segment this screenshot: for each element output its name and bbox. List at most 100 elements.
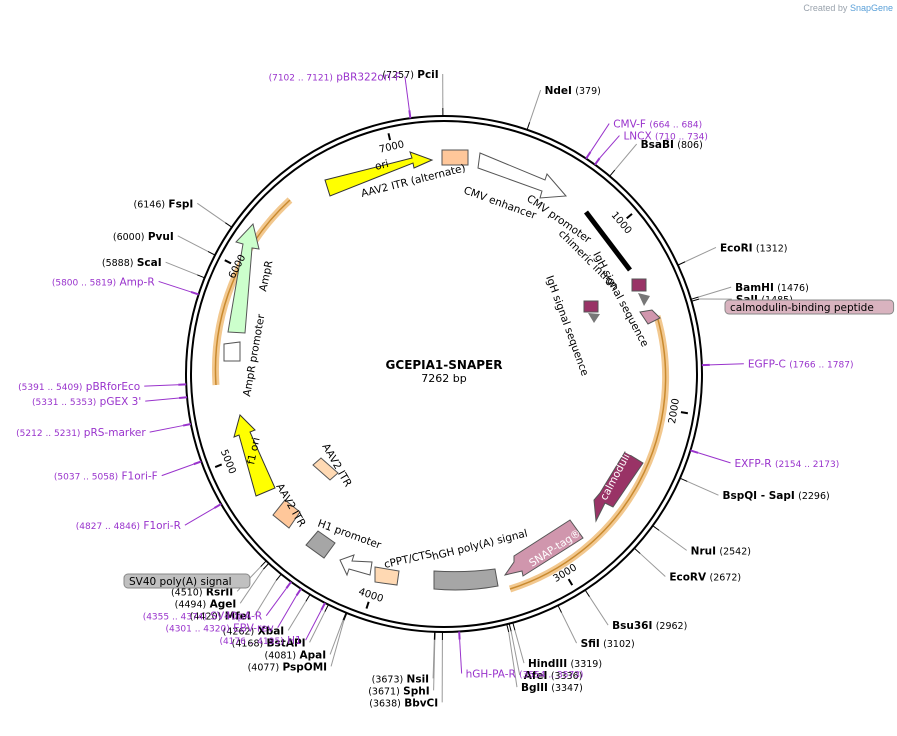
igh-signal-1-feature <box>631 278 647 292</box>
enzyme-ecorv[interactable]: EcoRV (2672) <box>634 547 741 584</box>
primer-cmv-f[interactable]: CMV-F (664 .. 684) <box>585 119 702 160</box>
site-label: (4355 .. 4374) SV40pA-R <box>143 611 263 623</box>
primer-prs-marker[interactable]: (5212 .. 5231) pRS-marker <box>16 423 192 439</box>
feature-label-f1-ori: f1 ori <box>245 436 262 465</box>
site-mark <box>324 604 329 613</box>
site-label: (7257) PciI <box>382 69 438 81</box>
site-mark <box>584 589 590 597</box>
enzyme-nrui[interactable]: NruI (2542) <box>652 525 751 558</box>
enzyme-xbai[interactable]: (4262) XbaI <box>223 594 311 637</box>
primer-sv40pa-r[interactable]: (4355 .. 4374) SV40pA-R <box>143 581 292 623</box>
boxed-label-text: SV40 poly(A) signal <box>129 576 232 588</box>
site-mark <box>207 250 216 256</box>
enzyme-pcii[interactable]: (7257) PciI <box>382 69 444 117</box>
enzyme-bsabi[interactable]: BsaBI (806) <box>609 139 703 177</box>
primer-sites: (7102 .. 7121) pBR322ori-F CMV-F (664 .. … <box>16 72 853 681</box>
leader-line <box>165 261 198 276</box>
site-mark <box>652 525 660 531</box>
enzyme-bamhi[interactable]: BamHI (1476) <box>690 282 809 300</box>
tick-label-5000: 5000 <box>218 448 238 476</box>
primer-lncx[interactable]: LNCX (710 .. 734) <box>594 131 708 166</box>
primer-exfp-r[interactable]: EXFP-R (2154 .. 2173) <box>690 449 839 470</box>
enzyme-scai[interactable]: (5888) ScaI <box>102 257 205 279</box>
enzyme-bstapi[interactable]: (4168) BstAPI <box>232 604 329 650</box>
enzyme-pvui[interactable]: (6000) PvuI <box>113 231 216 256</box>
enzyme-afei[interactable]: AfeI (3336) <box>508 623 583 682</box>
site-label: LNCX (710 .. 734) <box>623 131 707 143</box>
enzyme-fspi[interactable]: (6146) FspI <box>133 198 233 228</box>
enzyme-sfii[interactable]: SfiI (3102) <box>557 605 635 650</box>
plasmid-name: GCEPIA1-SNAPER <box>386 358 503 372</box>
primer-ebv-rev[interactable]: (4301 .. 4320) EBV-rev <box>165 588 302 635</box>
site-mark <box>557 605 562 613</box>
feature-label-igh-signal-sequence: IgH signal sequence <box>543 274 591 378</box>
leader-line <box>687 480 719 496</box>
enzyme-nsii[interactable]: (3673) NsiI <box>372 631 436 686</box>
boxed-label-calmodulin-binding-peptide[interactable]: calmodulin-binding peptide <box>724 299 895 315</box>
cppt-cts-feature <box>374 566 400 586</box>
enzyme-bglii[interactable]: BglII (3347) <box>506 624 583 694</box>
credit-prefix: Created by <box>803 3 848 13</box>
enzyme-agei[interactable]: (4494) AgeI <box>175 563 270 610</box>
site-mark <box>690 296 699 300</box>
tick-7000 <box>387 133 392 141</box>
enzyme-pspomi[interactable]: (4077) PspOMI <box>248 612 348 673</box>
primer-f1ori-f[interactable]: (5037 .. 5058) F1ori-F <box>54 460 202 483</box>
enzyme-apai[interactable]: (4081) ApaI <box>265 612 347 662</box>
site-label: (4081) ApaI <box>265 649 327 661</box>
site-mark <box>260 560 267 568</box>
site-mark <box>526 122 531 130</box>
leader-line <box>309 611 326 643</box>
site-label: AfeI (3336) <box>524 670 583 682</box>
aav2-itr-left-feature <box>272 499 301 529</box>
primer-pbrforeco[interactable]: (5391 .. 5409) pBRforEco <box>18 381 187 393</box>
primer-pgex-3[interactable]: (5331 .. 5353) pGEX 3' <box>32 396 188 408</box>
boxed-label-bg <box>724 299 895 315</box>
leader-line <box>589 596 609 626</box>
boxed-label-sv40-poly-a-signal[interactable]: SV40 poly(A) signal <box>123 573 251 589</box>
site-label: (5331 .. 5353) pGEX 3' <box>32 396 141 408</box>
leader-line <box>510 631 521 676</box>
primer-hgh-pa-r[interactable]: hGH-PA-R (3554 .. 3573) <box>458 631 583 681</box>
leader-line <box>197 202 226 224</box>
boxed-label-bg <box>123 573 251 589</box>
site-label: (6000) PvuI <box>113 231 174 243</box>
primer-f1ori-r[interactable]: (4827 .. 4846) F1ori-R <box>76 503 222 532</box>
hgh-polya-feature <box>433 568 499 591</box>
primer-h1[interactable]: (4176 .. 4195) H1 <box>219 602 326 647</box>
site-mark <box>690 449 699 454</box>
aav2-itr-top-feature <box>441 149 469 166</box>
site-mark <box>585 151 592 160</box>
leader-line <box>158 280 192 293</box>
primer-egfp-c[interactable]: EGFP-C (1766 .. 1787) <box>701 359 854 371</box>
site-mark <box>677 261 686 266</box>
enzyme-sphi[interactable]: (3671) SphI <box>368 631 436 698</box>
site-label: (3638) BbvCI <box>369 697 438 709</box>
enzyme-mfei[interactable]: (4420) MfeI <box>190 573 282 622</box>
primer-pbr322ori-f[interactable]: (7102 .. 7121) pBR322ori-F <box>269 72 412 119</box>
leader-line <box>329 619 344 655</box>
insert-highlight-left-core <box>214 199 291 386</box>
tick-5000 <box>214 463 223 468</box>
leader-line <box>590 123 610 153</box>
sv40-polya-feature <box>305 530 336 559</box>
enzyme-ndei[interactable]: NdeI (379) <box>526 85 601 130</box>
site-mark <box>508 623 512 632</box>
site-mark <box>190 290 199 296</box>
site-label: HindIII (3319) <box>528 658 602 670</box>
enzyme-bspqi-sapi[interactable]: BspQI - SapI (2296) <box>679 477 830 502</box>
enzyme-bbvci[interactable]: (3638) BbvCI <box>369 631 443 709</box>
ampr-promoter-feature <box>223 341 241 362</box>
site-label: (5391 .. 5409) pBRforEco <box>18 381 140 393</box>
igh-signal-2-feature <box>583 300 599 313</box>
leader-line <box>177 235 209 252</box>
enzyme-bsu36i[interactable]: Bsu36I (2962) <box>584 589 687 632</box>
leader-line <box>599 135 620 159</box>
primer-amp-r[interactable]: (5800 .. 5819) Amp-R <box>52 276 199 296</box>
enzyme-hindiii[interactable]: HindIII (3319) <box>512 622 602 670</box>
snap-tag-feature <box>503 519 584 577</box>
enzyme-ecori[interactable]: EcoRI (1312) <box>677 242 788 266</box>
site-label: (3671) SphI <box>368 685 429 697</box>
site-label: (5888) ScaI <box>102 257 162 269</box>
site-label: EGFP-C (1766 .. 1787) <box>748 359 854 371</box>
